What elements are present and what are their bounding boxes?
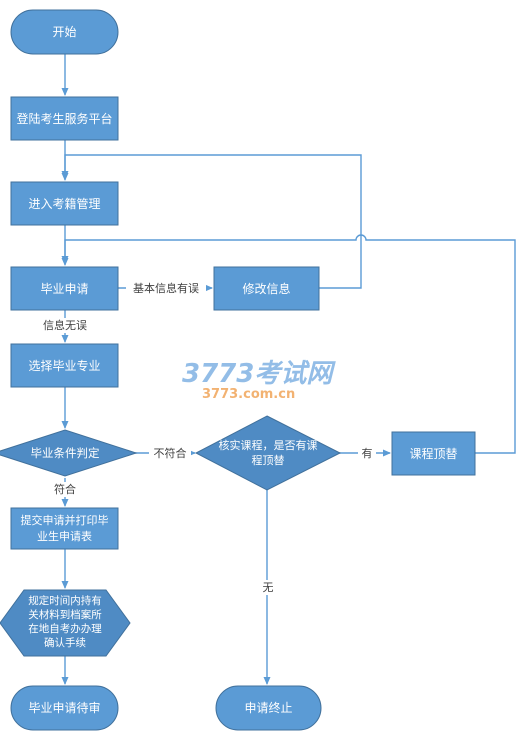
- node-terminate: 申请终止: [215, 685, 322, 731]
- node-start: 开始: [10, 9, 119, 55]
- node-submit-label-line1: 规定时间内持有: [28, 594, 102, 607]
- label-meet: 符合: [54, 482, 76, 496]
- node-login: 登陆考生服务平台: [10, 96, 119, 141]
- watermark-domain: 3773.com.cn: [202, 387, 295, 402]
- node-enter-label: 进入考籍管理: [28, 196, 100, 211]
- connector-replace-back-to-apply: [61, 234, 516, 454]
- node-modify-label: 修改信息: [242, 281, 290, 296]
- node-submit-label-line4: 确认手续: [44, 636, 86, 649]
- node-submit-label-line3: 在地自考办办理: [28, 622, 102, 635]
- node-judge: 毕业条件判定: [0, 429, 138, 477]
- node-major: 选择毕业专业: [10, 343, 119, 388]
- edge-labels: 基本信息有误 信息无误 不符合 符合 有 无: [38, 281, 376, 595]
- node-start-label: 开始: [52, 25, 76, 39]
- node-judge-label: 毕业条件判定: [31, 446, 100, 460]
- label-none: 无: [263, 581, 274, 594]
- label-has: 有: [362, 446, 373, 460]
- node-pending-label: 毕业申请待审: [28, 700, 100, 715]
- label-not-meet: 不符合: [154, 446, 187, 460]
- watermark: 3773考试网 3773.com.cn: [182, 359, 336, 402]
- node-print-label-line1: 提交申请并打印毕: [21, 513, 109, 527]
- connector-modify-back-to-enter: [61, 154, 362, 289]
- node-print: 提交申请并打印毕 业生申请表: [10, 507, 119, 550]
- node-login-label: 登陆考生服务平台: [16, 111, 112, 126]
- node-verify: 核实课程，是否有课 程顶替: [194, 415, 342, 491]
- node-modify: 修改信息: [213, 266, 320, 311]
- node-verify-label-line2: 程顶替: [252, 453, 285, 467]
- node-submit: 规定时间内持有 关材料到档案所 在地自考办办理 确认手续: [0, 589, 131, 657]
- node-verify-label-line1: 核实课程，是否有课: [219, 438, 318, 452]
- node-enter: 进入考籍管理: [10, 181, 119, 226]
- node-terminate-label: 申请终止: [244, 700, 292, 715]
- node-submit-label-line2: 关材料到档案所: [28, 608, 102, 621]
- node-apply-label: 毕业申请: [40, 282, 88, 296]
- label-info-error: 基本信息有误: [133, 281, 199, 295]
- node-apply: 毕业申请: [10, 266, 119, 311]
- label-info-ok: 信息无误: [43, 318, 87, 332]
- node-replace: 课程顶替: [391, 431, 476, 476]
- node-print-label-line2: 业生申请表: [37, 529, 92, 543]
- watermark-brand: 3773考试网: [182, 359, 336, 389]
- node-replace-label: 课程顶替: [409, 446, 457, 461]
- node-major-label: 选择毕业专业: [28, 358, 100, 373]
- node-pending: 毕业申请待审: [10, 685, 119, 731]
